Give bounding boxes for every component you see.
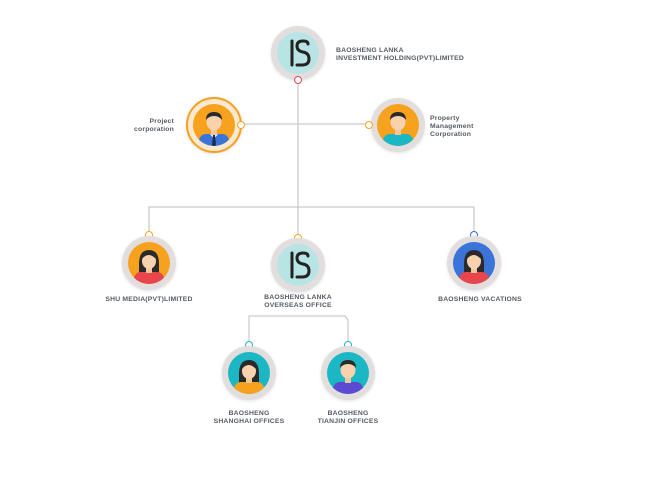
man-tie-avatar-icon xyxy=(193,104,235,146)
shanghai-avatar xyxy=(222,346,276,400)
vacations-label: BAOSHENG VACATIONS xyxy=(438,296,522,303)
overseas-avatar xyxy=(271,238,325,292)
connector-overseas-branch xyxy=(248,315,349,345)
root-avatar xyxy=(271,26,325,80)
connector-dot xyxy=(237,121,245,129)
connector-dot xyxy=(294,76,302,84)
shanghai-label: BAOSHENG SHANGHAI OFFICES xyxy=(213,410,285,425)
connector-dot xyxy=(365,121,373,129)
shu-media-avatar xyxy=(122,236,176,290)
shu-media-label: SHU MEDIA(PVT)LIMITED xyxy=(105,296,193,303)
overseas-label: BAOSHENG LANKA OVERSEAS OFFICE xyxy=(264,294,332,309)
property-label: Property Management Corporation xyxy=(430,115,474,138)
project-avatar xyxy=(186,97,242,153)
bs-logo-icon xyxy=(277,244,319,286)
tianjin-label: BAOSHENG TIANJIN OFFICES xyxy=(317,410,379,425)
vacations-avatar xyxy=(447,236,501,290)
tianjin-avatar xyxy=(321,346,375,400)
root-label: BAOSHENG LANKA INVESTMENT HOLDING(PVT)LI… xyxy=(336,47,464,62)
man-avatar-icon xyxy=(377,104,419,146)
man-avatar-icon xyxy=(327,352,369,394)
connector-branch xyxy=(148,206,475,235)
project-label: Project corporation xyxy=(134,118,174,133)
property-avatar xyxy=(371,98,425,152)
woman-avatar-icon xyxy=(228,352,270,394)
woman-avatar-icon xyxy=(128,242,170,284)
woman-avatar-icon xyxy=(453,242,495,284)
bs-logo-icon xyxy=(277,32,319,74)
